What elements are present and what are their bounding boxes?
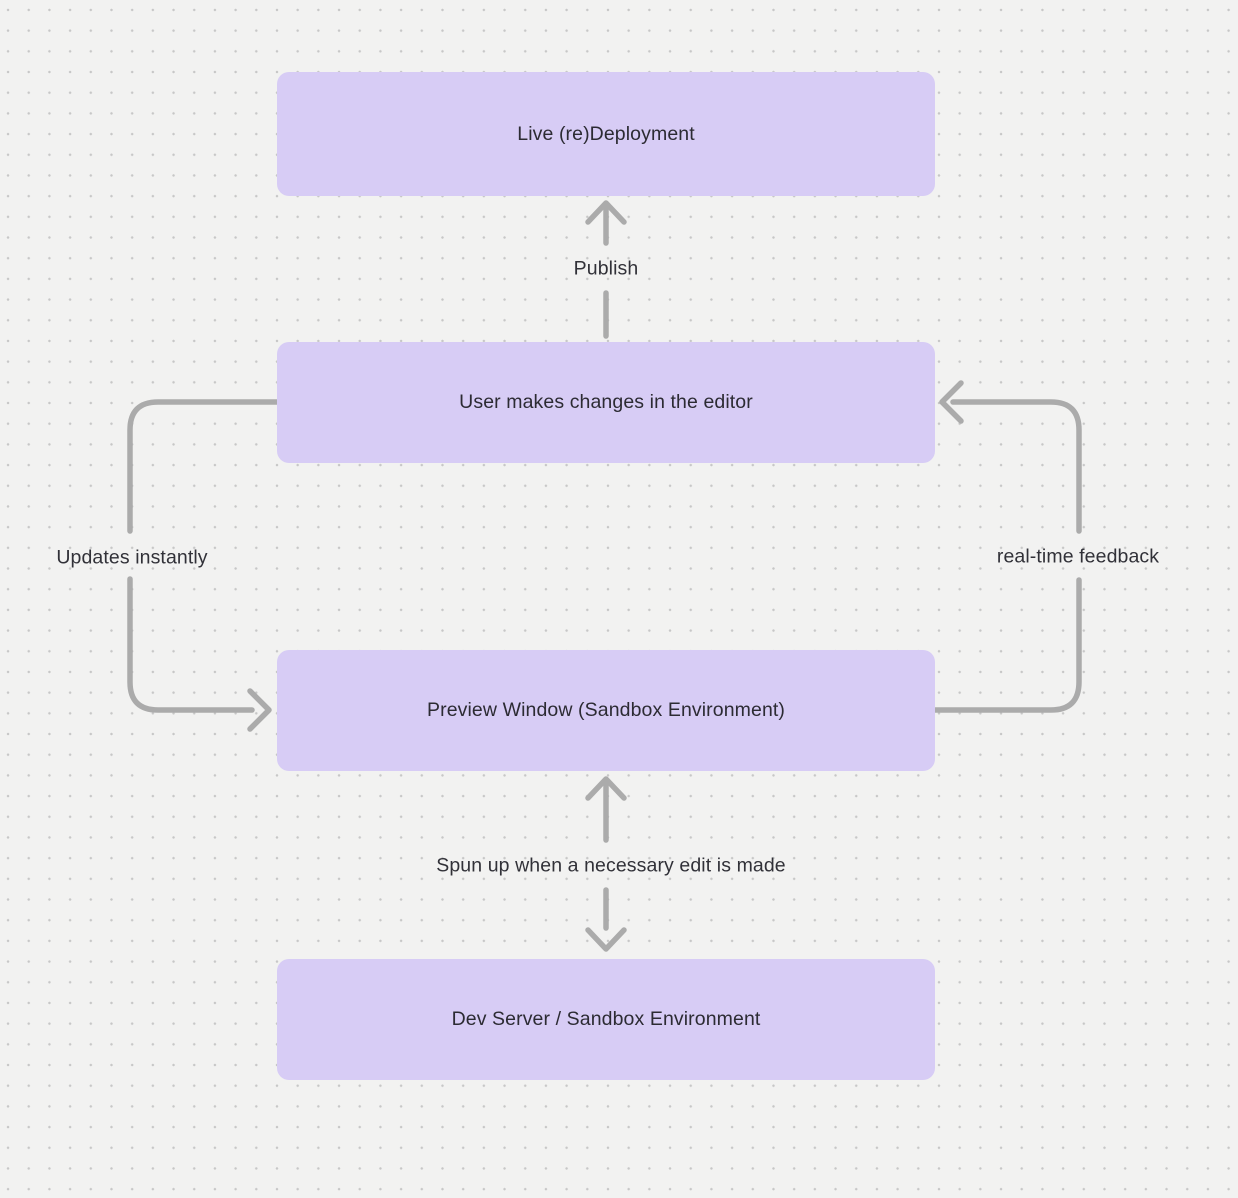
spun-up-arrow-head-up	[585, 776, 627, 801]
updates-arrow-segment-upper	[127, 399, 280, 534]
feedback-arrow-segment-upper	[950, 399, 1082, 534]
node-preview-window[interactable]: Preview Window (Sandbox Environment)	[277, 650, 935, 771]
edge-label-spun-up: Spun up when a necessary edit is made	[436, 854, 786, 877]
edge-label-realtime-feedback: real-time feedback	[996, 545, 1160, 568]
edge-label-publish: Publish	[573, 257, 639, 280]
edge-label-updates-instantly: Updates instantly	[56, 546, 208, 569]
publish-arrow-head	[585, 200, 627, 225]
spun-up-arrow-head-down	[585, 927, 627, 952]
feedback-arrow-head	[939, 380, 964, 424]
feedback-arrow-segment-lower	[932, 577, 1082, 713]
node-live-redeployment[interactable]: Live (re)Deployment	[277, 72, 935, 196]
node-editor-changes[interactable]: User makes changes in the editor	[277, 342, 935, 463]
node-dev-server[interactable]: Dev Server / Sandbox Environment	[277, 959, 935, 1080]
updates-arrow-head	[247, 688, 272, 732]
updates-arrow-segment-lower	[127, 576, 255, 713]
